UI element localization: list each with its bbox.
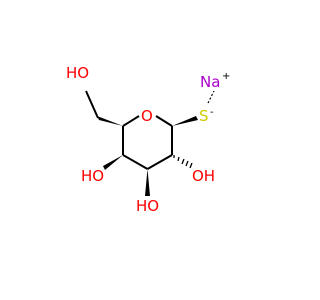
structure-svg: O HO Na + S - HO HO OH (66, 64, 230, 215)
hydroxymethyl-oh-label: HO (66, 64, 89, 82)
bond-c2-c3 (147, 154, 173, 170)
sulfur-label: S (199, 107, 209, 125)
oh-c3-label: HO (136, 197, 159, 215)
bond-c1-oring (155, 115, 173, 127)
wedge-c1-s (172, 116, 198, 126)
hash-c2-oh (173, 155, 193, 169)
oh-c4-label: HO (81, 167, 104, 185)
sulfur-charge: - (210, 107, 214, 118)
bond-s-na (207, 90, 215, 104)
wedge-c4-oh (103, 155, 123, 170)
sodium-label: Na (200, 73, 220, 91)
wedge-c5-c6 (97, 116, 123, 126)
ring-oxygen-label: O (141, 107, 153, 125)
oh-c2-label: OH (192, 167, 215, 185)
sodium-charge: + (222, 71, 230, 82)
molecule-diagram: O HO Na + S - HO HO OH (66, 64, 230, 215)
bond-c6-o6 (85, 90, 99, 119)
bond-oring-c5 (122, 115, 140, 127)
bond-c3-c4 (122, 154, 148, 170)
wedge-c3-oh (145, 169, 150, 196)
